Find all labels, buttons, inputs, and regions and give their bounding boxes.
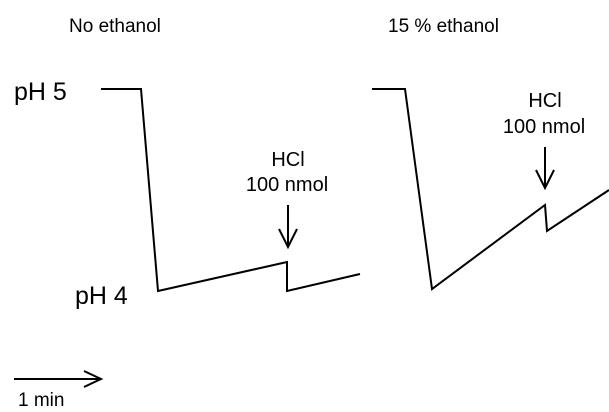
hcl-amount-left: 100 nmol [245,174,329,196]
panel-title-15-ethanol: 15 % ethanol [388,16,499,37]
panel-title-no-ethanol: No ethanol [69,16,161,37]
time-scale-arrow-icon [14,370,104,388]
arrow-down-icon-right [535,147,555,191]
hcl-label-right: HCl [528,90,562,112]
hcl-amount-right: 100 nmol [502,116,586,138]
arrow-down-icon-left [278,205,298,250]
hcl-label-left: HCl [271,149,305,171]
trace-no-ethanol [101,88,361,293]
trace-15-ethanol [372,88,609,291]
ph4-label: pH 4 [75,282,128,310]
ph5-label: pH 5 [14,78,67,106]
time-scale-label: 1 min [18,390,65,411]
